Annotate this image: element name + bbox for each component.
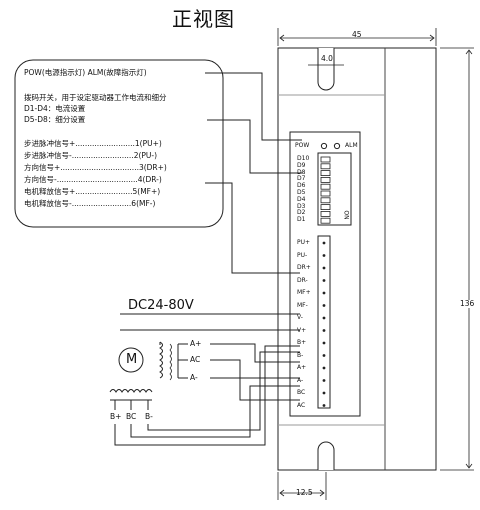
terminal-label: BC bbox=[297, 389, 306, 396]
coil-b bbox=[109, 389, 153, 393]
dip-label: D2 bbox=[297, 209, 306, 217]
dip-label: D7 bbox=[297, 175, 306, 183]
page-title: 正视图 bbox=[172, 7, 235, 31]
terminal-screw[interactable] bbox=[322, 254, 326, 257]
motor-b-plus: B+ bbox=[110, 412, 122, 421]
terminal-label: V+ bbox=[297, 326, 307, 334]
motor-bc: BC bbox=[126, 412, 137, 421]
dim-width: 45 bbox=[352, 30, 362, 39]
wire-bc bbox=[130, 385, 300, 438]
terminal-screw[interactable] bbox=[322, 279, 326, 282]
dim-hole-offset: 4.0 bbox=[321, 54, 333, 63]
dip-switch-cell[interactable] bbox=[320, 170, 331, 177]
power-label: DC24-80V bbox=[128, 298, 194, 313]
dip-on-label: ON bbox=[342, 210, 350, 220]
annotation-box bbox=[14, 59, 224, 228]
terminal-screw[interactable] bbox=[322, 379, 326, 382]
alm-led bbox=[333, 142, 341, 150]
wire-a-plus bbox=[210, 343, 300, 363]
driver-housing bbox=[277, 47, 437, 471]
terminal-screw[interactable] bbox=[322, 329, 326, 332]
dip-switch-cell[interactable] bbox=[320, 197, 331, 204]
motor-a-minus: A- bbox=[190, 373, 198, 382]
front-panel bbox=[289, 131, 361, 417]
d1-d4-note: D1-D4：电流设置 bbox=[24, 104, 86, 113]
motor-symbol: M bbox=[126, 352, 138, 367]
terminal-label: MF- bbox=[297, 301, 308, 309]
dip-switch-cell[interactable] bbox=[320, 210, 331, 217]
coil-a bbox=[159, 341, 163, 379]
dip-switch-cell[interactable] bbox=[320, 204, 331, 211]
dip-label: D1 bbox=[297, 216, 306, 224]
dip-switch-cell[interactable] bbox=[320, 190, 331, 197]
terminal-screw[interactable] bbox=[322, 291, 326, 295]
signal-line: 电机释放信号+........................5(MF+) bbox=[24, 187, 161, 196]
pow-alm-note: POW(电源指示灯) ALM(故障指示灯) bbox=[24, 68, 147, 77]
dip-switch-cell[interactable] bbox=[320, 183, 331, 190]
bottom-mount-slot bbox=[317, 441, 335, 470]
dip-switch-cell[interactable] bbox=[320, 176, 331, 183]
dim-bottom: 12.5 bbox=[296, 488, 313, 497]
terminal-screw[interactable] bbox=[322, 266, 326, 270]
wire-b-plus bbox=[114, 345, 300, 446]
terminal-label: DR+ bbox=[297, 264, 311, 271]
motor-a-plus: A+ bbox=[190, 339, 202, 348]
signal-line: 方向信号+.................................3(… bbox=[24, 163, 167, 172]
dip-switch-cell[interactable] bbox=[320, 163, 331, 170]
terminal-screw[interactable] bbox=[322, 391, 326, 395]
alm-label: ALM bbox=[345, 142, 358, 149]
wire-b-minus bbox=[147, 351, 300, 431]
wire-ac bbox=[210, 359, 300, 401]
terminal-label: PU- bbox=[297, 251, 308, 259]
terminal-label: A+ bbox=[297, 364, 307, 371]
terminal-label: B- bbox=[297, 351, 304, 359]
terminal-screw[interactable] bbox=[322, 341, 326, 345]
pow-label: POW bbox=[295, 142, 310, 149]
dip-label: D5 bbox=[297, 189, 306, 196]
leader-dip bbox=[207, 119, 302, 174]
terminal-label: MF+ bbox=[297, 289, 311, 296]
dip-desc-note: 拨码开关，用于设定驱动器工作电流和细分 bbox=[24, 93, 167, 102]
signal-line: 方向信号-..................................4… bbox=[24, 175, 162, 184]
terminal-screw[interactable] bbox=[322, 316, 326, 320]
terminal-label: A- bbox=[297, 376, 304, 384]
terminal-label: V- bbox=[297, 314, 303, 321]
leader-signals bbox=[205, 182, 300, 274]
dip-label: D3 bbox=[297, 202, 306, 210]
dip-label: D4 bbox=[297, 195, 306, 203]
leader-led bbox=[205, 72, 302, 141]
dip-switch bbox=[317, 152, 352, 226]
terminal-screw[interactable] bbox=[322, 366, 326, 370]
terminal-label: PU+ bbox=[297, 239, 311, 246]
dip-label: D9 bbox=[297, 161, 306, 169]
terminal-screw[interactable] bbox=[322, 304, 326, 307]
dip-switch-cell[interactable] bbox=[320, 156, 331, 163]
dip-switch-cell[interactable] bbox=[320, 217, 331, 224]
pow-led bbox=[320, 142, 328, 150]
motor-circle bbox=[118, 347, 144, 373]
d5-d8-note: D5-D8：细分设置 bbox=[24, 115, 86, 124]
motor-ac: AC bbox=[190, 355, 201, 364]
motor-b-minus: B- bbox=[145, 412, 153, 421]
top-mount-slot bbox=[317, 48, 335, 91]
dip-label: D6 bbox=[297, 182, 306, 190]
terminal-screw[interactable] bbox=[322, 241, 326, 245]
terminal-label: B+ bbox=[297, 339, 307, 346]
terminal-screw[interactable] bbox=[322, 404, 326, 407]
dip-label: D10 bbox=[297, 155, 310, 162]
terminal-block bbox=[317, 235, 331, 409]
signal-line: 电机释放信号-.........................6(MF-) bbox=[24, 199, 156, 208]
dip-label: D8 bbox=[297, 168, 306, 176]
signal-line: 步进脉冲信号-..........................2(PU-) bbox=[24, 151, 158, 160]
signal-line: 步进脉冲信号+.........................1(PU+) bbox=[24, 139, 162, 148]
terminal-screw[interactable] bbox=[322, 354, 326, 357]
terminal-label: AC bbox=[297, 401, 306, 409]
dim-height: 136 bbox=[460, 299, 475, 308]
terminal-label: DR- bbox=[297, 276, 308, 284]
